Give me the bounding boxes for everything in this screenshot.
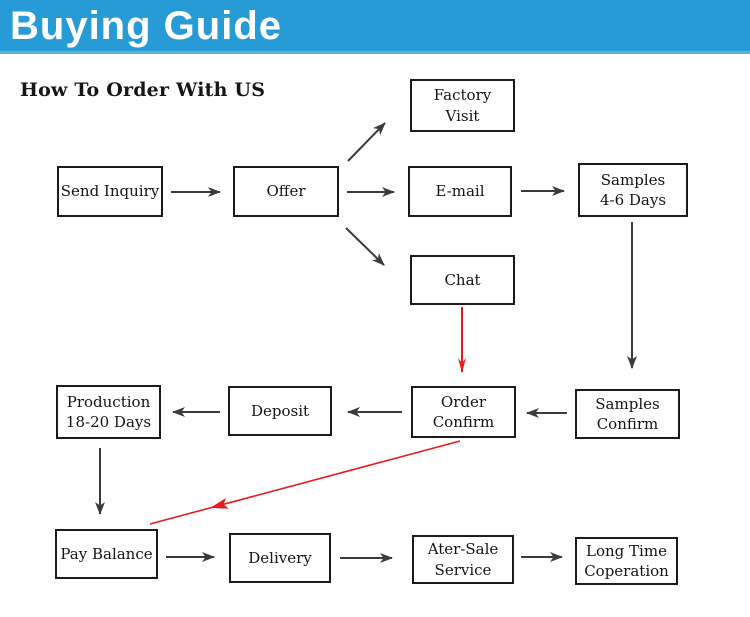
arrow-offer-to-chat	[345, 227, 385, 266]
node-offer: Offer	[233, 166, 339, 217]
node-factory-visit: Factory Visit	[410, 79, 515, 132]
node-samples-days: Samples 4-6 Days	[578, 163, 688, 217]
node-after-sale: Ater-Sale Service	[412, 535, 514, 584]
banner: Buying Guide	[0, 0, 750, 54]
node-order-confirm: Order Confirm	[411, 386, 516, 438]
node-long-time: Long Time Coperation	[575, 537, 678, 585]
node-pay-balance: Pay Balance	[55, 529, 158, 579]
banner-title: Buying Guide	[10, 3, 282, 48]
node-deposit: Deposit	[228, 386, 332, 436]
node-send-inquiry: Send Inquiry	[57, 166, 163, 217]
node-samples-confirm: Samples Confirm	[575, 389, 680, 439]
node-production: Production 18-20 Days	[56, 385, 161, 439]
arrow-offer-to-factory-visit	[347, 122, 386, 162]
node-delivery: Delivery	[229, 533, 331, 583]
page-title: How To Order With US	[20, 79, 266, 101]
arrow-order-confirm-to-pay-balance	[149, 440, 461, 525]
node-chat: Chat	[410, 255, 515, 305]
node-email: E-mail	[408, 166, 512, 217]
